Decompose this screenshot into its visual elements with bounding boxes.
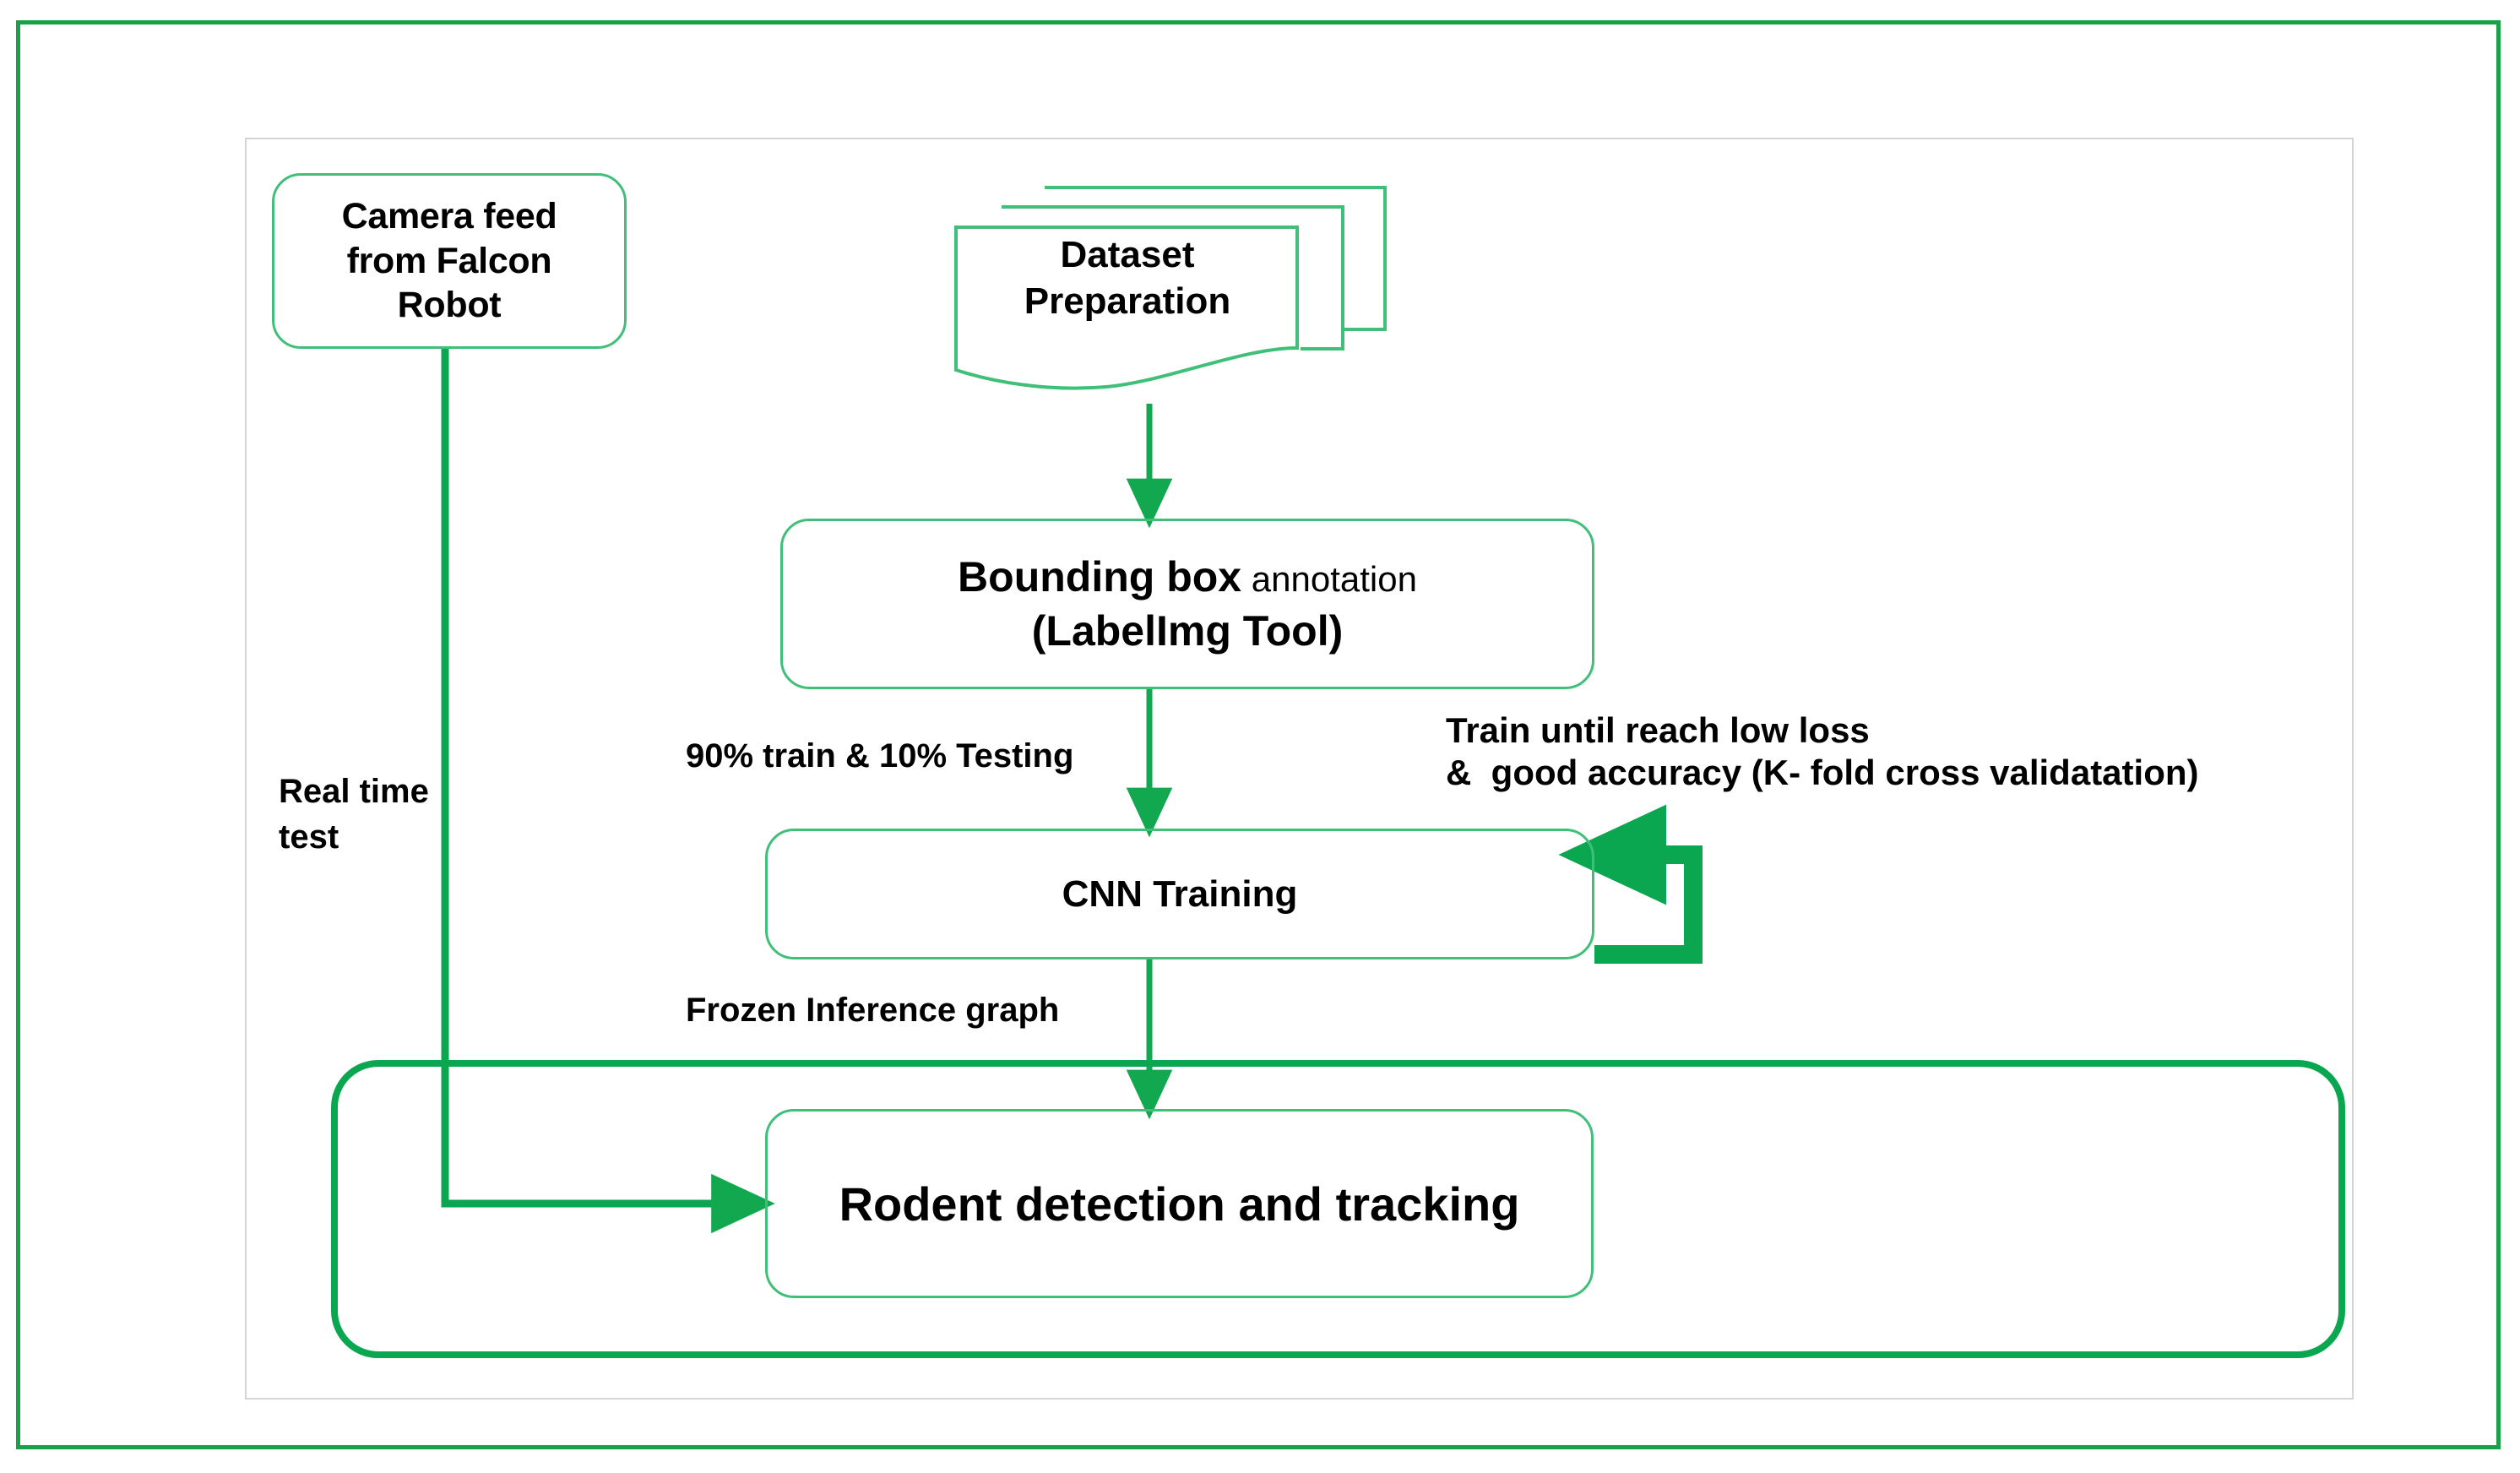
- node-cnn-training[interactable]: CNN Training: [765, 829, 1594, 959]
- edge-label-frozen-inference-graph: Frozen Inference graph: [686, 992, 1060, 1029]
- node-dataset-preparation-label: Dataset Preparation: [1024, 234, 1231, 322]
- edge-label-train-test-split: 90% train & 10% Testing: [686, 737, 1074, 775]
- page-outer-border: [16, 20, 2501, 1449]
- node-cnn-training-label: CNN Training: [1062, 872, 1298, 915]
- node-dataset-preparation[interactable]: Dataset Preparation: [942, 169, 1398, 393]
- edge-label-real-time-test: Real time test: [279, 773, 429, 856]
- node-bounding-box-line2: (LabelImg Tool): [1031, 607, 1344, 655]
- node-rodent-detection-tracking[interactable]: Rodent detection and tracking: [765, 1109, 1594, 1298]
- node-bounding-box-normal-text: annotation: [1241, 559, 1417, 599]
- node-camera-feed[interactable]: Camera feed from Falcon Robot: [272, 173, 627, 349]
- edge-label-train-until-low-loss: Train until reach low loss & good accura…: [1446, 710, 2199, 792]
- group-realtime-pipeline: [331, 1060, 2345, 1358]
- node-bounding-box-strong-text: Bounding box: [958, 553, 1242, 601]
- node-camera-feed-label: Camera feed from Falcon Robot: [341, 196, 557, 326]
- node-bounding-box-line1: Bounding box annotation: [958, 552, 1417, 601]
- node-rodent-detection-tracking-label: Rodent detection and tracking: [839, 1177, 1520, 1231]
- node-bounding-box-annotation[interactable]: Bounding box annotation (LabelImg Tool): [780, 519, 1594, 689]
